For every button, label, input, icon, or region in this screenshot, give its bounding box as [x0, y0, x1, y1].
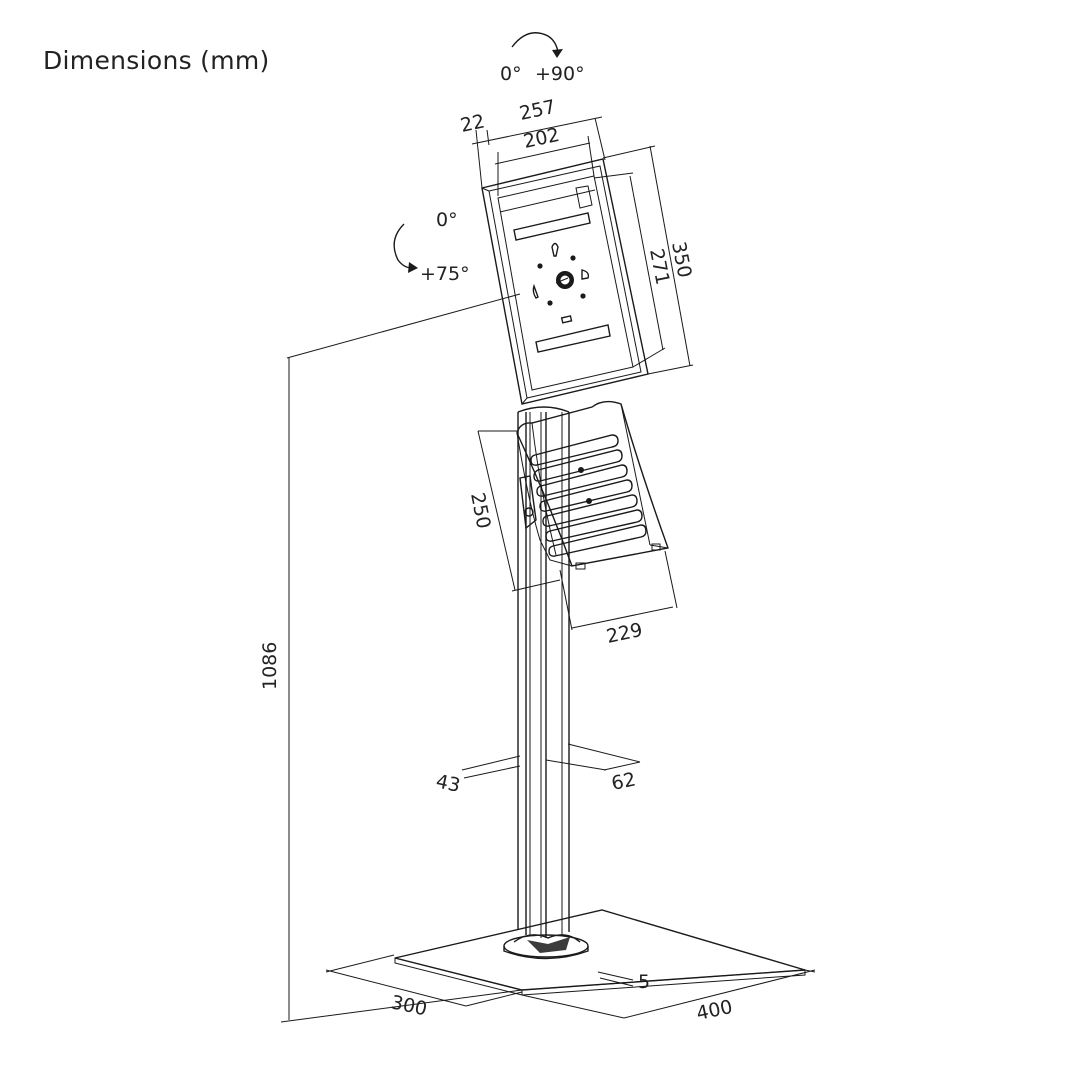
rotation-arrows [393, 32, 563, 273]
brochure-tray [516, 400, 669, 570]
label-tilt-start: 0° [436, 209, 458, 231]
label-rotate-end: +90° [535, 63, 585, 85]
label-tilt-end: +75° [420, 263, 470, 285]
label-base-depth: 300 [389, 991, 429, 1020]
label-tray-height: 250 [466, 491, 495, 531]
base-plate [394, 909, 806, 996]
label-outer-width: 257 [517, 96, 557, 125]
label-frame-depth: 22 [458, 110, 486, 137]
label-base-width: 400 [694, 996, 734, 1025]
label-tray-width: 229 [604, 619, 644, 648]
label-rotate-start: 0° [500, 63, 522, 85]
label-inner-width: 202 [521, 124, 561, 153]
diagram-title: Dimensions (mm) [43, 46, 270, 75]
label-pole-width: 62 [609, 768, 637, 795]
label-base-thickness: 5 [638, 971, 650, 993]
dimension-lines [280, 116, 816, 1023]
tablet-enclosure [481, 158, 649, 405]
labels: 0° +90° 0° +75° 22 257 202 350 271 250 2… [259, 63, 735, 1025]
label-pole-depth: 43 [434, 770, 462, 797]
label-total-height: 1086 [259, 642, 281, 690]
pole [517, 406, 570, 938]
